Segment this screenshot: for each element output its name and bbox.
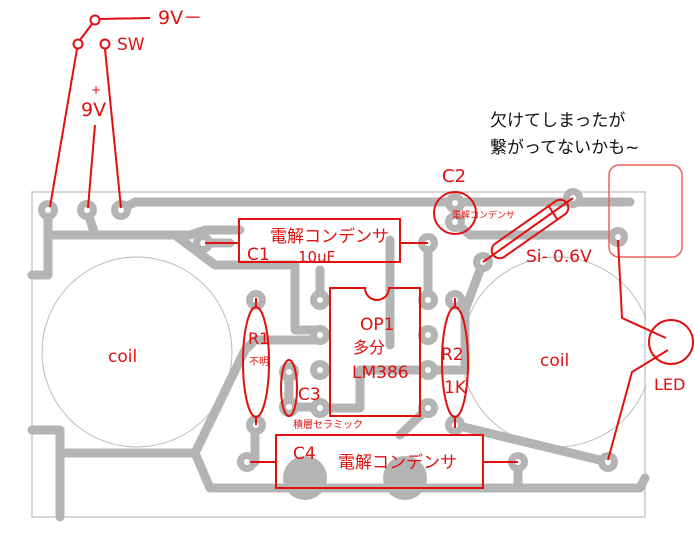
c3-outline: [280, 359, 298, 417]
pad-hole: [605, 459, 611, 465]
pad-hole: [286, 369, 292, 375]
plus-label: +: [91, 83, 101, 97]
c1-outline: [238, 218, 401, 263]
pad-hole: [317, 367, 323, 373]
pad-hole: [118, 207, 124, 213]
coil-right-label: coil: [540, 351, 569, 371]
c4-type: 電解コンデンサ: [338, 452, 457, 473]
pad-hole: [425, 297, 431, 303]
coil-left-outline: [41, 256, 233, 448]
switch-label: SW: [117, 35, 145, 55]
battery-minus-label: 9V－: [158, 7, 202, 29]
battery-plus-label: 9V: [81, 99, 106, 121]
c1-value: 10uF: [298, 248, 335, 266]
c3-type: 積層セラミック: [293, 418, 363, 431]
pad-hole: [425, 332, 431, 338]
op1-label: OP1: [360, 315, 394, 335]
diode-label: Si- 0.6V: [526, 247, 592, 267]
pad-hole: [244, 459, 250, 465]
pad-hole: [452, 219, 458, 225]
diode-symbol: [482, 197, 574, 263]
pad-hole: [452, 200, 458, 206]
c2-label: C2: [442, 166, 466, 187]
board-outline: [31, 191, 646, 518]
led-symbol: [607, 239, 694, 461]
broken-area-marker: [608, 164, 683, 258]
c1-type: 電解コンデンサ: [270, 226, 389, 247]
pad-hole: [84, 207, 90, 213]
pad-hole: [425, 367, 431, 373]
c2-type: 電解コンデンサ: [452, 209, 515, 221]
note-line1: 欠けてしまったが: [490, 111, 625, 131]
note-line2: 繋がってないかも~: [490, 138, 639, 158]
c2-outline: [433, 191, 477, 235]
pad-hole: [317, 297, 323, 303]
pad-hole: [45, 207, 51, 213]
r1-value: 不明: [249, 356, 269, 368]
coil-left-label: coil: [108, 347, 137, 367]
pad-hole: [286, 404, 292, 410]
r2-label: R2: [441, 345, 464, 365]
pad-hole: [317, 405, 323, 411]
c3-label: C3: [298, 385, 321, 405]
c4-label: C4: [293, 444, 316, 464]
switch-symbol: [49, 14, 151, 209]
r2-value: 1K: [444, 378, 467, 398]
pad-hole: [200, 240, 206, 246]
op1-outline: [329, 287, 421, 417]
op1-part: LM386: [352, 363, 409, 383]
pad-hole: [425, 405, 431, 411]
led-label: LED: [654, 375, 685, 394]
op1-note: 多分: [353, 338, 385, 357]
pad-hole: [317, 332, 323, 338]
r1-label: R1: [248, 329, 269, 348]
pad-hole: [615, 234, 621, 240]
c1-label: C1: [247, 245, 270, 265]
